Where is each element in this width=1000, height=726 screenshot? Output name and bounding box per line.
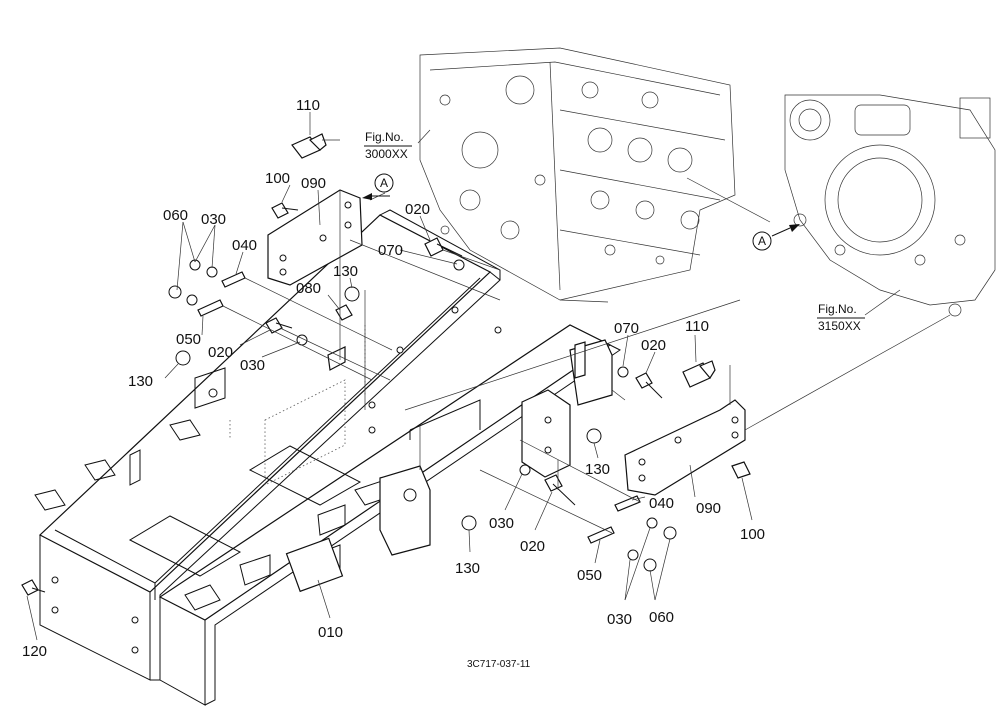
svg-text:3150XX: 3150XX: [818, 319, 861, 333]
svg-text:3000XX: 3000XX: [365, 147, 408, 161]
fig-ref-3150xx: Fig.No. 3150XX: [817, 302, 865, 333]
callout-030-mid: 030: [240, 357, 265, 374]
callout-090-left: 090: [301, 175, 326, 192]
engine-block-illustration: [419, 47, 771, 301]
callout-leaders: [26, 112, 901, 641]
svg-text:A: A: [758, 234, 766, 248]
fig-ref-3000xx: Fig.No. 3000XX: [364, 130, 412, 161]
callout-100-right: 100: [740, 526, 765, 543]
callout-130-lower: 130: [455, 560, 480, 577]
callout-010: 010: [318, 624, 343, 641]
bolt-120-illustration: [21, 579, 46, 596]
callout-020-right: 020: [641, 337, 666, 354]
drawing-code: 3C717-037-11: [467, 659, 531, 670]
callout-020-lower: 020: [520, 538, 545, 555]
callout-040-left: 040: [232, 237, 257, 254]
callout-labels: 110 100 090 060 030 040 020 070 130 080 …: [22, 97, 765, 660]
callout-130-left: 130: [128, 373, 153, 390]
callout-130-right: 130: [585, 461, 610, 478]
callout-040-right: 040: [649, 495, 674, 512]
hidden-lines: [229, 325, 366, 486]
right-mount-group: [379, 339, 751, 572]
callout-020-top: 020: [405, 201, 430, 218]
callout-100-left: 100: [265, 170, 290, 187]
callout-110-right: 110: [685, 318, 709, 335]
svg-text:Fig.No.: Fig.No.: [818, 302, 857, 316]
callout-090-right: 090: [696, 500, 721, 517]
reference-marker-a-right: A: [752, 224, 800, 251]
callout-070-left: 070: [378, 242, 403, 259]
assembly-lines: [222, 139, 951, 534]
reference-marker-a-left: A: [362, 173, 394, 200]
callout-070-right: 070: [614, 320, 639, 337]
callout-030-lower: 030: [489, 515, 514, 532]
callout-060-left: 060: [163, 207, 188, 224]
callout-050-right: 050: [577, 567, 602, 584]
svg-text:Fig.No.: Fig.No.: [365, 130, 404, 144]
callout-080: 080: [296, 280, 321, 297]
main-frame-assembly: [34, 209, 621, 706]
callout-110-left: 110: [296, 97, 320, 114]
svg-text:A: A: [380, 176, 388, 190]
callout-120: 120: [22, 643, 47, 660]
flywheel-housing-illustration: [784, 94, 996, 317]
callout-130-top: 130: [333, 263, 358, 280]
callout-020-left: 020: [208, 344, 233, 361]
callout-050-left: 050: [176, 331, 201, 348]
callout-030-left: 030: [201, 211, 226, 228]
callout-030-right: 030: [607, 611, 632, 628]
callout-060-right: 060: [649, 609, 674, 626]
